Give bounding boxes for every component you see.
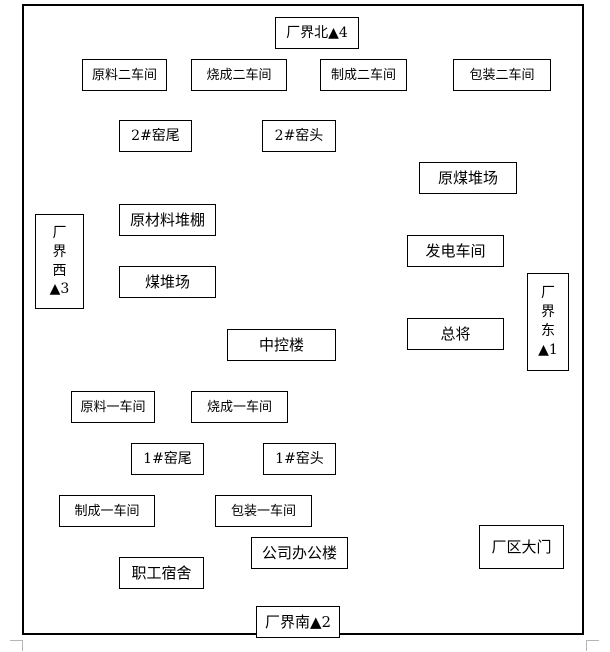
boundary-north-label: 厂界北▲4 bbox=[275, 17, 359, 49]
firing-workshop-2: 烧成二车间 bbox=[191, 59, 287, 91]
making-workshop-1: 制成一车间 bbox=[59, 495, 155, 527]
general-building: 总将 bbox=[407, 318, 504, 350]
power-generation-workshop: 发电车间 bbox=[407, 235, 504, 267]
boundary-east-label: 厂 界 东 ▲1 bbox=[527, 273, 569, 371]
making-workshop-2: 制成二车间 bbox=[320, 59, 407, 91]
boundary-east-char-4: ▲1 bbox=[538, 341, 558, 358]
page-corner-mark-right bbox=[586, 640, 599, 651]
central-control-building: 中控楼 bbox=[227, 329, 336, 361]
boundary-east-char-3: 东 bbox=[541, 323, 555, 339]
boundary-west-char-3: 西 bbox=[52, 262, 67, 279]
boundary-east-char-1: 厂 bbox=[541, 285, 555, 302]
packing-workshop-2: 包装二车间 bbox=[453, 59, 551, 91]
raw-coal-yard: 原煤堆场 bbox=[419, 162, 517, 194]
firing-workshop-1: 烧成一车间 bbox=[191, 391, 288, 423]
kiln-head-2: 2#窑头 bbox=[262, 120, 336, 152]
raw-material-shed: 原材料堆棚 bbox=[119, 204, 216, 236]
boundary-west-char-2: 界 bbox=[52, 243, 67, 260]
staff-dormitory: 职工宿舍 bbox=[119, 557, 204, 589]
boundary-west-char-4: ▲3 bbox=[49, 281, 70, 298]
boundary-west-char-1: 厂 bbox=[52, 224, 67, 241]
kiln-tail-2: 2#窑尾 bbox=[119, 120, 192, 152]
kiln-head-1: 1#窑头 bbox=[263, 443, 336, 475]
boundary-east-char-2: 界 bbox=[541, 304, 555, 321]
packing-workshop-1: 包装一车间 bbox=[215, 495, 312, 527]
boundary-west-label: 厂 界 西 ▲3 bbox=[35, 214, 84, 309]
raw-material-workshop-1: 原料一车间 bbox=[71, 391, 155, 423]
main-gate: 厂区大门 bbox=[479, 525, 564, 569]
company-office-building: 公司办公楼 bbox=[251, 537, 348, 569]
boundary-south-label: 厂界南▲2 bbox=[256, 606, 340, 638]
kiln-tail-1: 1#窑尾 bbox=[131, 443, 204, 475]
coal-yard: 煤堆场 bbox=[119, 266, 216, 298]
raw-material-workshop-2: 原料二车间 bbox=[82, 59, 167, 91]
page-corner-mark-left bbox=[10, 640, 23, 651]
